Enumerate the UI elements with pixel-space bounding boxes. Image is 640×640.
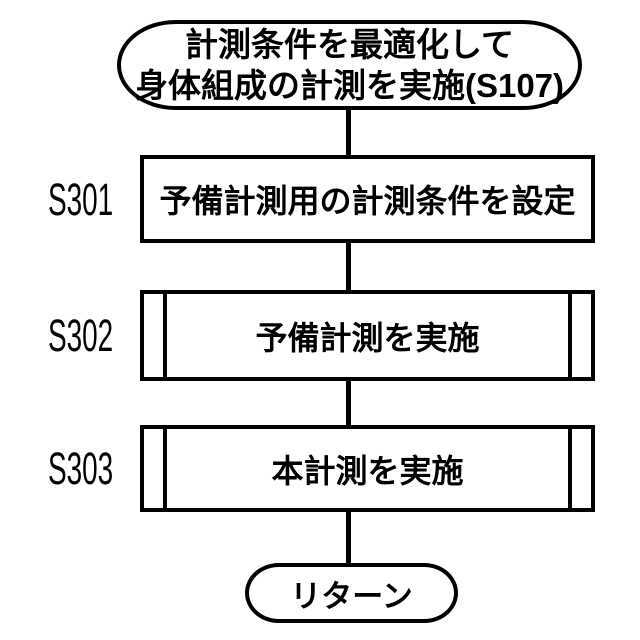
step-label-s302: S302: [48, 310, 114, 361]
subroutine-box-s303-text: 本計測を実施: [271, 452, 464, 489]
subroutine-box-s302: 予備計測を実施: [140, 290, 595, 381]
process-box-s301-text: 予備計測用の計測条件を設定: [159, 183, 576, 219]
subroutine-left-bar: [163, 429, 167, 508]
step-label-s301: S301: [48, 174, 114, 225]
subroutine-left-bar: [163, 294, 167, 377]
step-label-s303: S303: [48, 443, 114, 494]
process-box-s301: 予備計測用の計測条件を設定: [140, 155, 595, 243]
start-terminator-line1: 計測条件を最適化して: [184, 26, 514, 63]
flow-connector-2: [346, 239, 351, 293]
subroutine-box-s302-text: 予備計測を実施: [255, 319, 480, 356]
flow-connector-3: [346, 377, 351, 428]
subroutine-right-bar: [568, 294, 572, 377]
start-terminator: 計測条件を最適化して 身体組成の計測を実施(S107): [117, 20, 582, 110]
subroutine-box-s303: 本計測を実施: [140, 425, 595, 512]
end-terminator-text: リターン: [290, 578, 413, 614]
flow-connector-1: [346, 106, 351, 158]
start-terminator-line2: 身体組成の計測を実施(S107): [134, 67, 565, 104]
end-terminator: リターン: [245, 563, 458, 623]
flow-connector-4: [346, 508, 351, 566]
subroutine-right-bar: [568, 429, 572, 508]
